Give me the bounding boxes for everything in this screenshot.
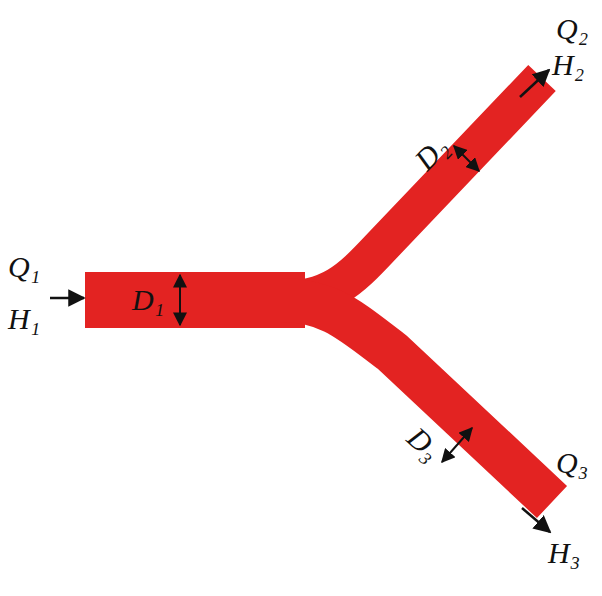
flow-arrows [50, 70, 550, 532]
variable-label: H₁ [8, 304, 40, 334]
variable-label: H₃ [548, 538, 580, 568]
dimension-arrows [180, 146, 479, 462]
variable-label: H₂ [552, 50, 584, 80]
vessel-tube [85, 78, 552, 502]
variable-label: D₁ [132, 285, 164, 315]
variable-label: Q₁ [8, 252, 40, 282]
variable-label: D₃ [402, 422, 446, 466]
variable-label: Q₂ [556, 14, 588, 44]
variable-label: Q₃ [556, 448, 588, 478]
